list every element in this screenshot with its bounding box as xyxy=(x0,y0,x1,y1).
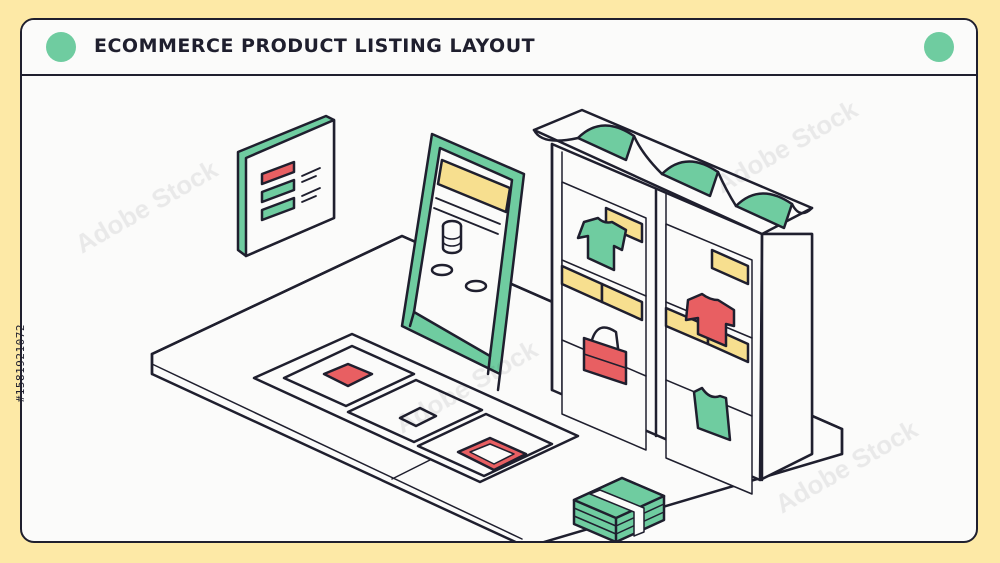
storefront-cabinet xyxy=(532,108,814,495)
product-sign-board xyxy=(400,132,526,392)
shirt-icon xyxy=(576,216,628,272)
card-icon xyxy=(322,362,374,388)
page-title: ECOMMERCE PRODUCT LISTING LAYOUT xyxy=(94,35,536,57)
watermark-text: Adobe Stock xyxy=(70,153,223,259)
stock-id-label: #1581921072 xyxy=(14,324,27,403)
illustration-canvas: Adobe Stock Adobe Stock Adobe Stock Adob… xyxy=(22,74,976,541)
coin-stack-icon xyxy=(441,219,463,255)
isometric-storefront-illustration: Adobe Stock Adobe Stock Adobe Stock Adob… xyxy=(70,93,923,541)
tshirt-icon xyxy=(684,292,736,348)
title-bar: ECOMMERCE PRODUCT LISTING LAYOUT xyxy=(22,20,976,76)
tank-top-icon xyxy=(692,386,732,442)
floating-list-panel xyxy=(236,114,336,258)
watermark-text: Adobe Stock xyxy=(710,93,863,199)
cash-stack-icon xyxy=(572,476,666,541)
illustration-window: ECOMMERCE PRODUCT LISTING LAYOUT xyxy=(20,18,978,543)
window-dot-icon xyxy=(924,32,954,62)
card-icon xyxy=(456,436,528,472)
card-icon xyxy=(398,406,438,428)
window-dot-icon xyxy=(46,32,76,62)
product-grid xyxy=(252,332,580,484)
bag-icon xyxy=(582,326,628,386)
